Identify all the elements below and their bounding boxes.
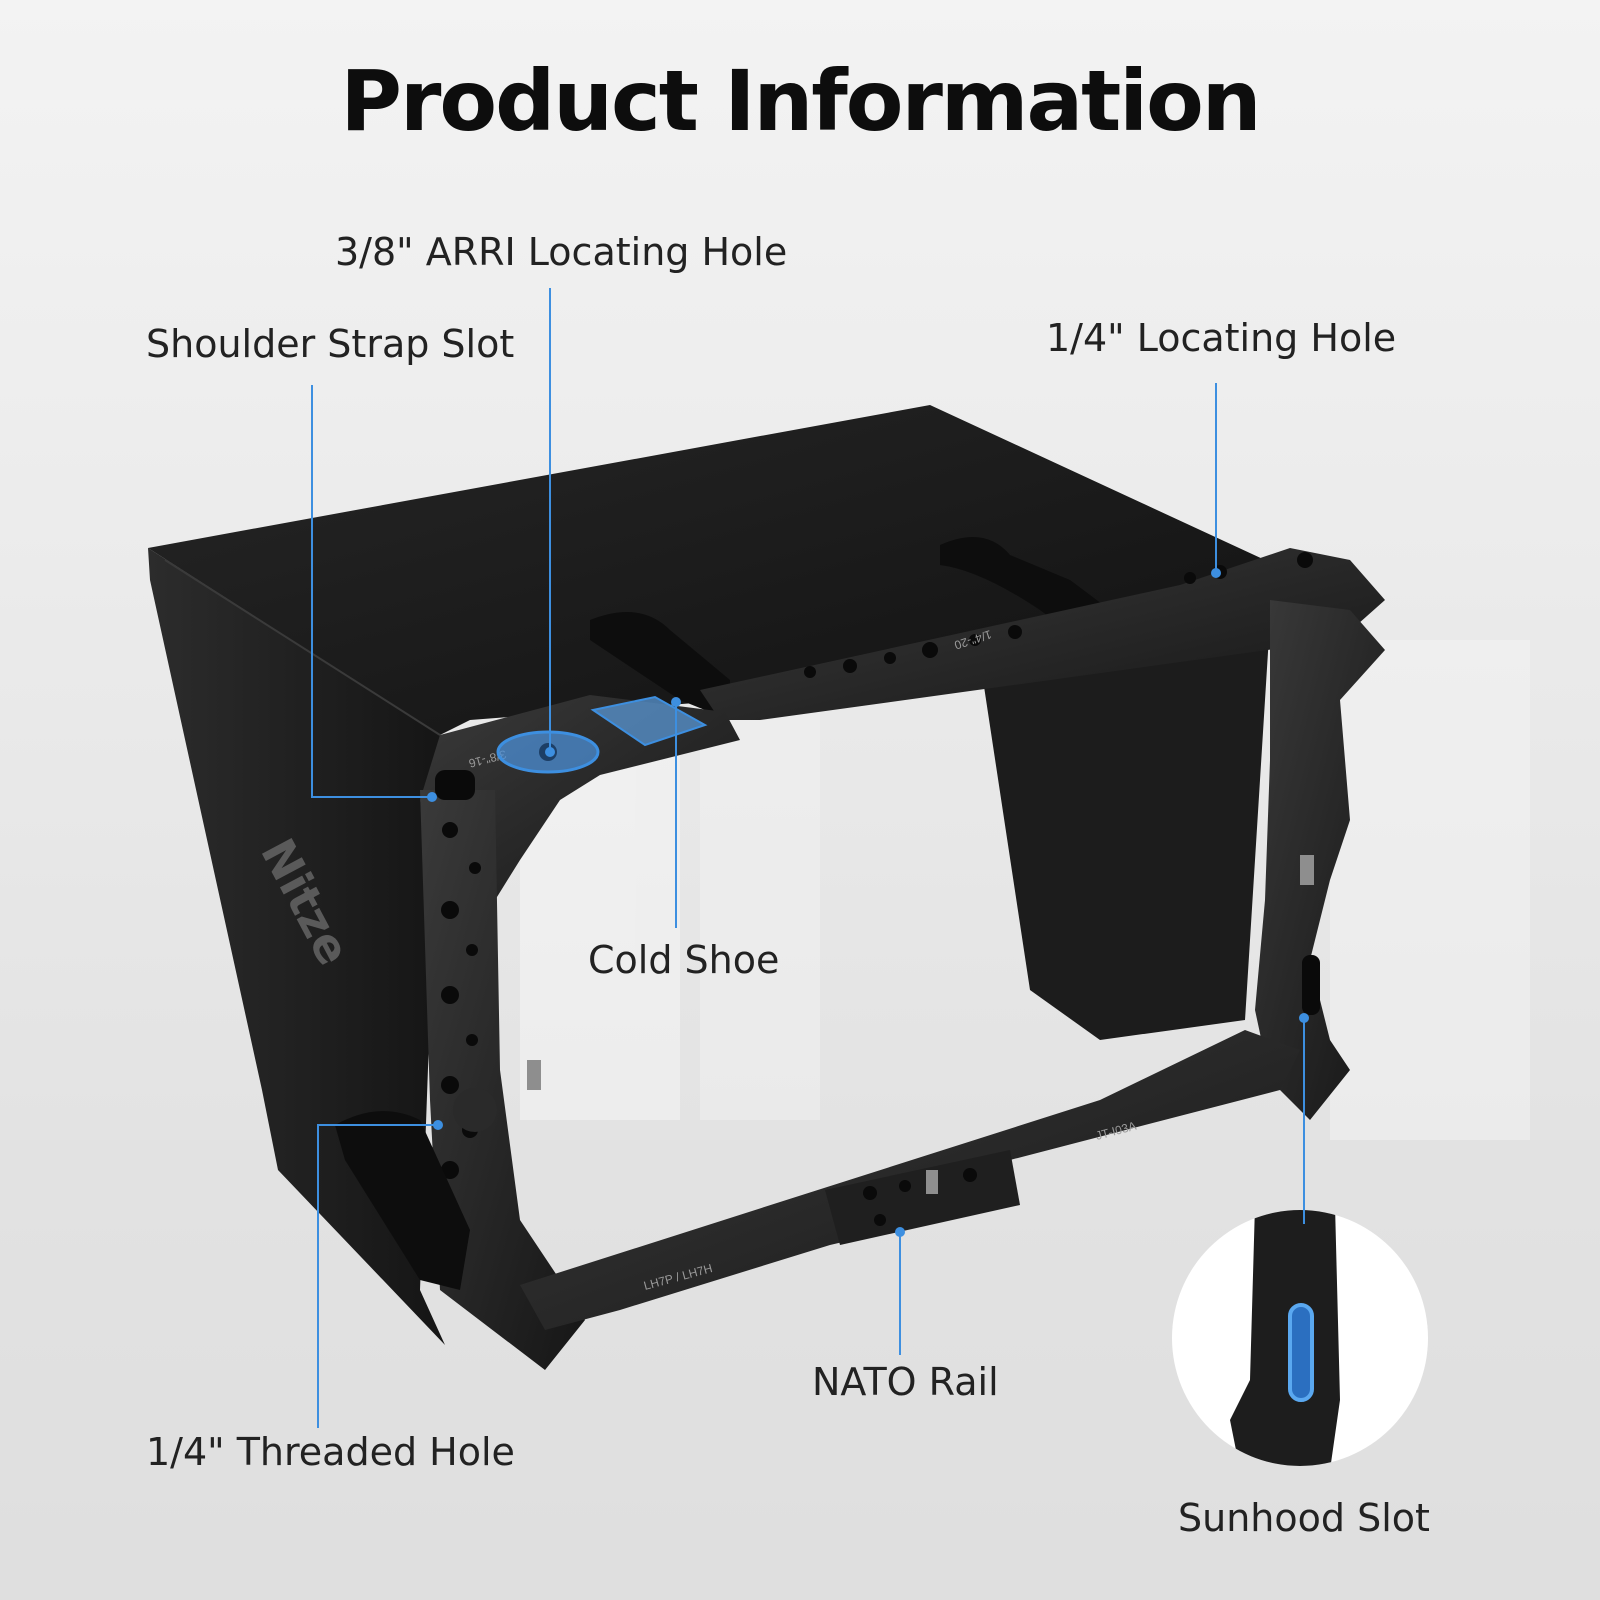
callout-nato-rail: NATO Rail — [812, 1360, 999, 1404]
velcro-strap-left — [590, 612, 730, 720]
callout-shoulder-strap-slot: Shoulder Strap Slot — [146, 322, 515, 366]
callout-cold-shoe: Cold Shoe — [588, 938, 780, 982]
callout-sunhood-slot: Sunhood Slot — [1178, 1496, 1430, 1540]
sunhood-top-panel — [148, 405, 1300, 735]
sunhood-right-panel — [980, 620, 1270, 1040]
callout-leaders — [311, 288, 1305, 1428]
velcro-strap-lower — [335, 1111, 470, 1290]
top-rail — [700, 548, 1385, 720]
callout-arri-locating-hole: 3/8" ARRI Locating Hole — [335, 230, 788, 274]
cage-right-arm — [1255, 600, 1385, 1120]
callout-threaded-hole: 1/4" Threaded Hole — [146, 1430, 515, 1474]
page-title: Product Information — [340, 52, 1261, 150]
callout-dots — [427, 568, 1309, 1237]
callout-locating-hole-14: 1/4" Locating Hole — [1046, 316, 1397, 360]
